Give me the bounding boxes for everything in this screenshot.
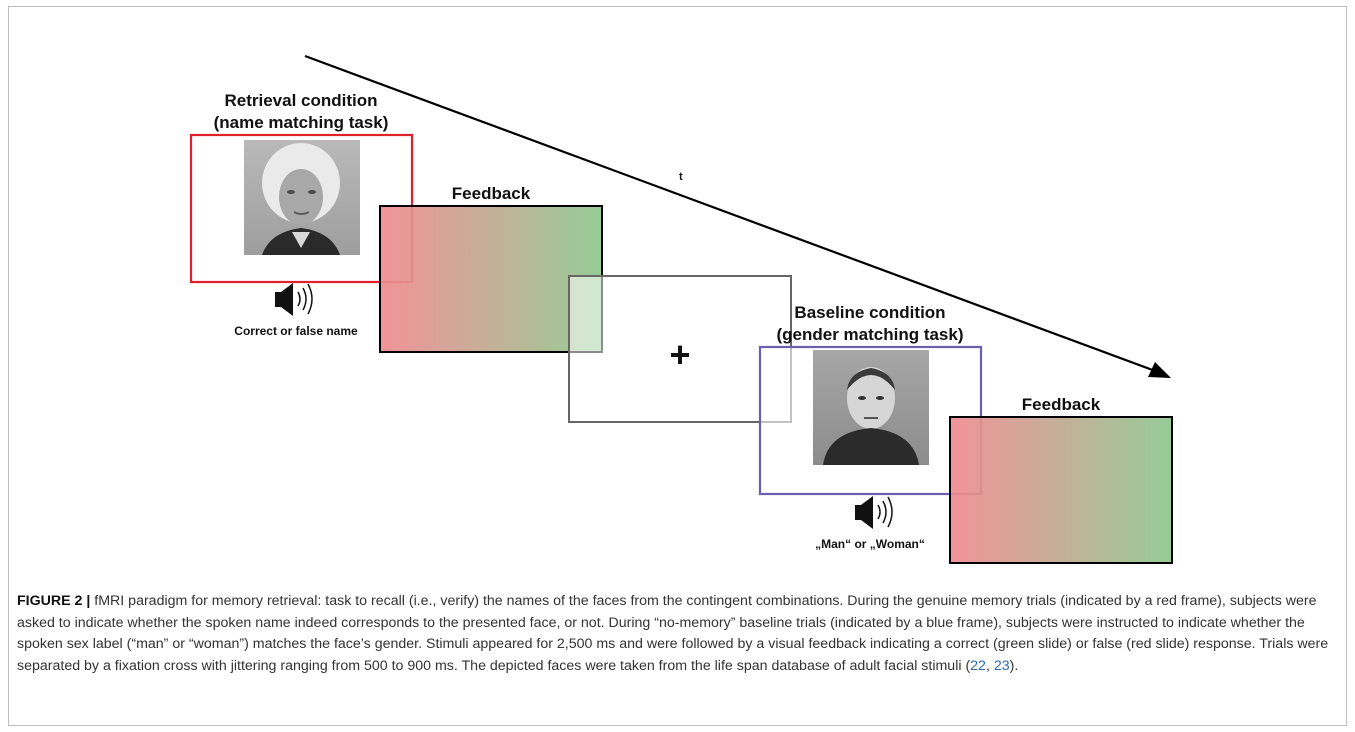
- feedback-1-title: Feedback: [452, 184, 531, 203]
- paradigm-diagram: t Retrieval condition (name matching tas…: [189, 54, 1173, 564]
- baseline-condition: Baseline condition (gender matching task…: [758, 303, 983, 551]
- speaker-icon: [855, 496, 893, 529]
- retrieval-title-line1: Retrieval condition: [224, 91, 377, 110]
- feedback-2-title: Feedback: [1022, 395, 1101, 414]
- retrieval-audio-caption: Correct or false name: [234, 324, 358, 338]
- caption-text: fMRI paradigm for memory retrieval: task…: [17, 593, 1329, 674]
- baseline-audio-caption: „Man“ or „Woman“: [815, 537, 925, 551]
- young-man-face-photo: [813, 350, 929, 465]
- figure-frame: [8, 6, 1347, 726]
- baseline-title-line2: (gender matching task): [776, 325, 963, 344]
- baseline-title-line1: Baseline condition: [794, 303, 945, 322]
- time-axis-label: t: [679, 171, 683, 183]
- citation-link-23[interactable]: 23: [993, 657, 1010, 674]
- fixation-cross: +: [669, 334, 690, 375]
- citation-link-22[interactable]: 22: [970, 657, 986, 674]
- time-arrow: [304, 54, 1171, 378]
- retrieval-condition: Retrieval condition (name matching task)…: [189, 91, 414, 338]
- feedback-2-slide: [949, 416, 1173, 564]
- speaker-icon: [275, 283, 313, 316]
- caption-label: FIGURE 2 |: [17, 593, 91, 609]
- feedback-1-slide: [379, 205, 603, 353]
- retrieval-title-line2: (name matching task): [214, 113, 389, 132]
- caption-end: ).: [1009, 657, 1019, 674]
- elderly-woman-face-photo: [244, 140, 360, 255]
- figure-caption: FIGURE 2 | fMRI paradigm for memory retr…: [17, 591, 1335, 677]
- caption-separator: ,: [985, 657, 994, 674]
- fixation-slide: [568, 275, 792, 423]
